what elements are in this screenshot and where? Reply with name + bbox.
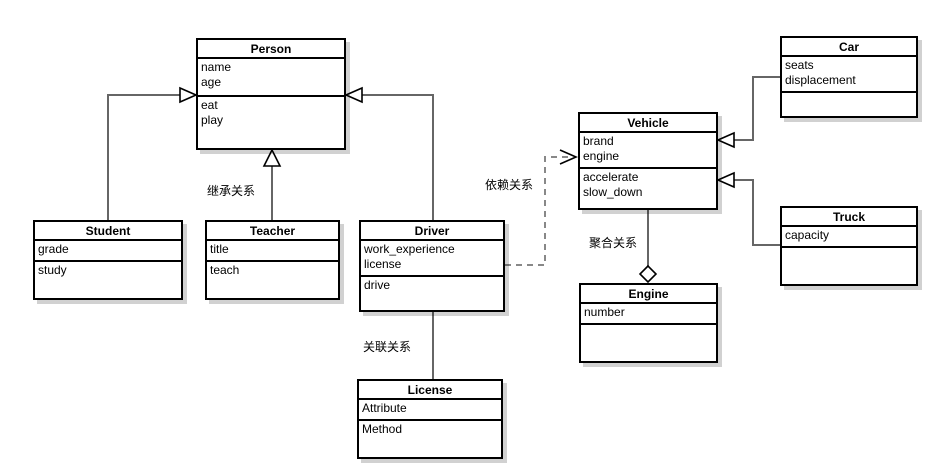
annotation-association: 关联关系: [363, 340, 412, 354]
method-row: Method: [362, 422, 403, 436]
class-box-teacher[interactable]: Teacher title teach: [205, 220, 340, 300]
method-row: study: [38, 263, 67, 277]
class-title-student: Student: [35, 222, 181, 241]
annotation-inheritance: 继承关系: [207, 184, 256, 198]
class-attributes-person: name age: [198, 59, 344, 97]
class-title-driver: Driver: [361, 222, 503, 241]
class-box-person[interactable]: Person name age eat play: [196, 38, 346, 150]
relation-teacher-person[interactable]: [262, 148, 282, 220]
class-box-vehicle[interactable]: Vehicle brand engine accelerate slow_dow…: [578, 112, 718, 210]
class-methods-student: study: [35, 262, 181, 298]
class-title-engine: Engine: [581, 285, 716, 304]
attribute-row: license: [364, 257, 402, 271]
class-methods-person: eat play: [198, 97, 344, 148]
class-title-vehicle: Vehicle: [580, 114, 716, 133]
class-title-license: License: [359, 381, 501, 400]
class-attributes-vehicle: brand engine: [580, 133, 716, 169]
class-title-person: Person: [198, 40, 344, 59]
class-attributes-teacher: title: [207, 241, 338, 262]
relation-driver-person[interactable]: [344, 86, 434, 220]
method-row: play: [201, 113, 224, 127]
attribute-row: brand: [583, 134, 614, 148]
attribute-row: engine: [583, 149, 620, 163]
attribute-row: capacity: [785, 228, 830, 242]
relation-car-vehicle[interactable]: [716, 76, 780, 149]
relation-student-person[interactable]: [107, 86, 198, 220]
class-attributes-student: grade: [35, 241, 181, 262]
class-box-driver[interactable]: Driver work_experience license drive: [359, 220, 505, 312]
class-box-engine[interactable]: Engine number: [579, 283, 718, 363]
class-attributes-driver: work_experience license: [361, 241, 503, 277]
method-row: accelerate: [583, 170, 639, 184]
class-methods-car: [782, 93, 916, 116]
attribute-row: grade: [38, 242, 69, 256]
relation-truck-vehicle[interactable]: [716, 171, 780, 246]
annotation-dependency: 依赖关系: [485, 178, 534, 192]
class-title-car: Car: [782, 38, 916, 57]
method-row: eat: [201, 98, 218, 112]
annotation-aggregation: 聚合关系: [589, 236, 638, 250]
class-attributes-truck: capacity: [782, 227, 916, 248]
class-box-license[interactable]: License Attribute Method: [357, 379, 503, 459]
class-methods-license: Method: [359, 421, 501, 457]
class-attributes-engine: number: [581, 304, 716, 325]
class-title-truck: Truck: [782, 208, 916, 227]
class-box-car[interactable]: Car seats displacement: [780, 36, 918, 118]
class-box-student[interactable]: Student grade study: [33, 220, 183, 300]
attribute-row: displacement: [785, 73, 856, 87]
attribute-row: title: [210, 242, 229, 256]
method-row: teach: [210, 263, 240, 277]
class-methods-engine: [581, 325, 716, 361]
attribute-row: seats: [785, 58, 814, 72]
method-row: drive: [364, 278, 391, 292]
attribute-row: work_experience: [364, 242, 455, 256]
class-methods-truck: [782, 248, 916, 284]
class-attributes-license: Attribute: [359, 400, 501, 421]
class-attributes-car: seats displacement: [782, 57, 916, 93]
class-methods-vehicle: accelerate slow_down: [580, 169, 716, 208]
attribute-row: age: [201, 75, 222, 89]
attribute-row: number: [584, 305, 625, 319]
class-methods-driver: drive: [361, 277, 503, 310]
relation-driver-vehicle[interactable]: [505, 149, 578, 266]
class-title-teacher: Teacher: [207, 222, 338, 241]
relation-vehicle-engine[interactable]: [638, 210, 658, 284]
method-row: slow_down: [583, 185, 643, 199]
class-box-truck[interactable]: Truck capacity: [780, 206, 918, 286]
attribute-row: Attribute: [362, 401, 407, 415]
class-methods-teacher: teach: [207, 262, 338, 298]
attribute-row: name: [201, 60, 232, 74]
